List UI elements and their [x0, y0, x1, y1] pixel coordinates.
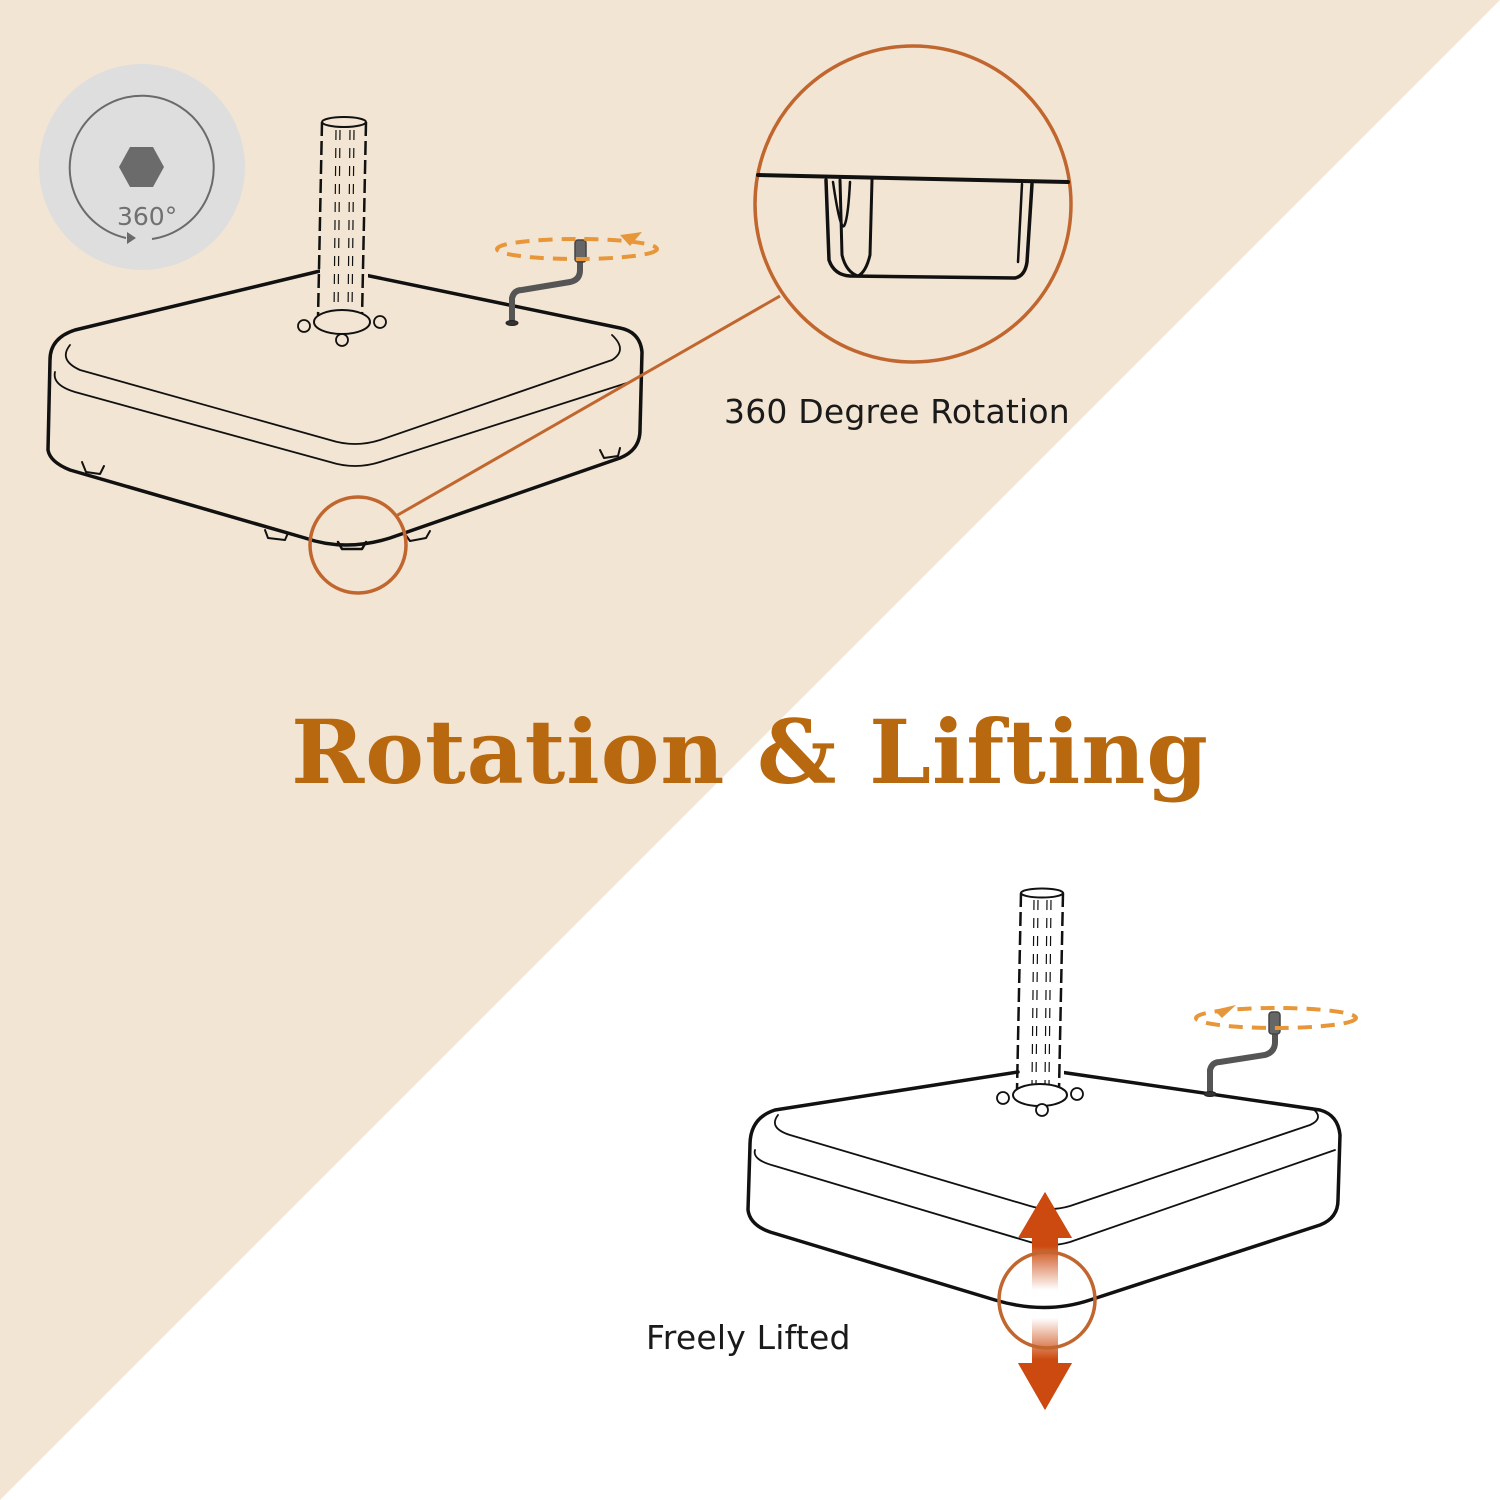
- hexagon-icon: [119, 147, 164, 187]
- rotation-arrow-icon: [1194, 1006, 1358, 1030]
- page-title: Rotation & Lifting: [291, 700, 1209, 804]
- lift-arrow-icon: [1018, 1192, 1072, 1410]
- callout-circle-small: [308, 495, 408, 595]
- callout-circle-lift: [997, 1250, 1097, 1350]
- rotation-arrow-icon: [495, 237, 659, 261]
- badge-label: 360°: [117, 202, 178, 231]
- rotation-callout-label: 360 Degree Rotation: [724, 392, 1070, 431]
- lifting-callout-label: Freely Lifted: [646, 1318, 851, 1357]
- callout-circle-magnified: [753, 44, 1073, 364]
